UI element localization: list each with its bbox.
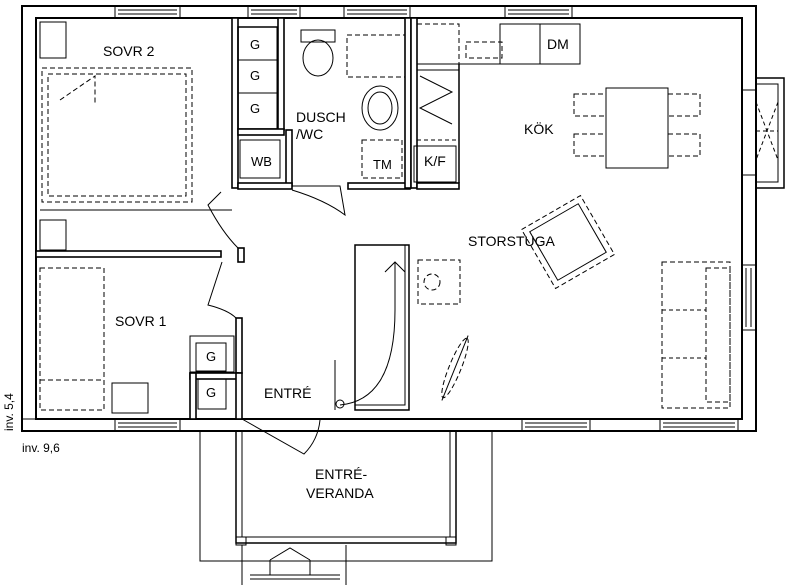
sovr1-furniture — [39, 267, 235, 414]
dimensions: inv. 5,4 inv. 9,6 — [2, 393, 60, 455]
closet-g-5: G — [206, 385, 216, 400]
interior-walls — [35, 17, 460, 420]
armchair — [520, 194, 616, 290]
width-dimension: inv. 9,6 — [22, 441, 60, 455]
veranda-label-1: ENTRÉ- — [315, 466, 367, 482]
bath-fixtures — [300, 29, 406, 179]
room-labels: SOVR 2 SOVR 1 DUSCH /WC KÖK STORSTUGA EN… — [103, 43, 556, 501]
sovr1-label: SOVR 1 — [115, 313, 167, 329]
stair — [334, 244, 410, 411]
outer-walls — [21, 5, 757, 432]
sovr2-label: SOVR 2 — [103, 43, 155, 59]
doors — [207, 185, 346, 455]
closet-g-1: G — [250, 37, 260, 52]
dm-label: DM — [547, 36, 569, 52]
kitchen-fixtures — [416, 23, 581, 183]
tm-label: TM — [373, 157, 392, 172]
rug-item — [441, 335, 469, 401]
kf-label: K/F — [424, 153, 446, 169]
height-dimension: inv. 5,4 — [2, 393, 16, 431]
side-table — [417, 259, 461, 305]
dusch-label: DUSCH — [296, 109, 346, 125]
closet-g-4: G — [206, 349, 216, 364]
wc-label: /WC — [296, 126, 323, 142]
fixture-labels: G G G WB TM K/F DM G G — [206, 36, 569, 400]
kok-label: KÖK — [524, 120, 554, 137]
wb-label: WB — [251, 154, 272, 169]
entre-label: ENTRÉ — [264, 385, 311, 401]
closet-g-3: G — [250, 101, 260, 116]
sovr2-furniture — [39, 21, 232, 251]
bay-window — [755, 77, 785, 189]
closet-g-2: G — [250, 68, 260, 83]
sofa — [661, 261, 731, 409]
veranda — [199, 430, 493, 585]
storstuga-label: STORSTUGA — [468, 233, 556, 249]
veranda-label-2: VERANDA — [306, 485, 374, 501]
dining-set — [573, 87, 701, 169]
